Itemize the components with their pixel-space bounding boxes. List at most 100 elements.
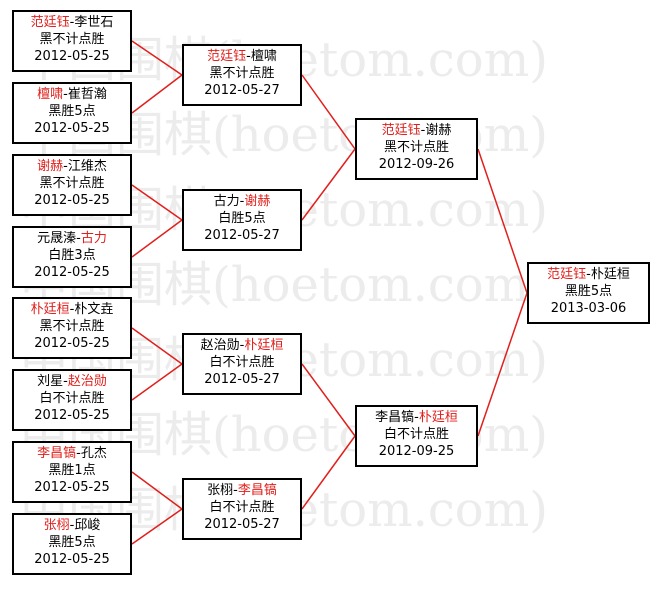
- winner-name: 范廷钰: [30, 15, 70, 30]
- player-separator: -: [69, 302, 75, 317]
- player-separator: -: [63, 87, 68, 102]
- player-separator: -: [246, 49, 251, 64]
- loser-name: 崔哲瀚: [67, 87, 107, 102]
- loser-name: 邱峻: [74, 518, 101, 533]
- winner-name: 檀啸: [37, 87, 64, 102]
- bracket-connector: [301, 148, 356, 221]
- winner-name: 朴廷桓: [418, 410, 458, 425]
- match-players: 范廷钰-朴廷桓: [529, 266, 648, 283]
- match-players: 范廷钰-檀啸: [184, 48, 300, 65]
- winner-name: 谢赫: [37, 159, 64, 174]
- match-result: 黑胜5点: [48, 535, 96, 550]
- player-separator: -: [420, 123, 426, 138]
- match-players: 张栩-邱峻: [14, 517, 130, 534]
- match-players: 李昌镐-孔杰: [14, 445, 130, 462]
- player-separator: -: [69, 15, 75, 30]
- loser-name: 朴廷桓: [590, 267, 630, 282]
- player-separator: -: [76, 231, 81, 246]
- winner-name: 李昌镐: [37, 446, 77, 461]
- player-separator: -: [63, 159, 68, 174]
- match-date: 2012-05-25: [34, 49, 110, 64]
- match-box: 李昌镐-朴廷桓白不计点胜 2012-09-25: [355, 405, 478, 467]
- match-result: 黑胜5点: [564, 284, 613, 299]
- match-date: 2012-05-27: [204, 517, 280, 532]
- match-date: 2012-05-25: [34, 480, 110, 495]
- match-players: 谢赫-江维杰: [14, 158, 130, 175]
- match-result: 白不计点胜: [383, 427, 449, 442]
- bracket-connector: [131, 184, 183, 221]
- match-players: 朴廷桓-朴文垚: [14, 301, 130, 318]
- match-result: 黑不计点胜: [39, 32, 105, 47]
- bracket-connector: [477, 148, 528, 294]
- loser-name: 江维杰: [67, 159, 107, 174]
- loser-name: 谢赫: [425, 123, 452, 138]
- match-players: 范廷钰-李世石: [14, 14, 130, 31]
- player-separator: -: [414, 410, 419, 425]
- loser-name: 朴文垚: [74, 302, 114, 317]
- match-date: 2012-05-27: [204, 372, 280, 387]
- match-date: 2012-05-25: [34, 193, 110, 208]
- bracket-connector: [477, 292, 528, 437]
- match-result: 黑不计点胜: [39, 176, 105, 191]
- winner-name: 范廷钰: [207, 49, 247, 64]
- match-result: 黑不计点胜: [39, 319, 105, 334]
- winner-name: 朴廷桓: [244, 338, 284, 353]
- match-date: 2012-05-27: [204, 83, 280, 98]
- match-result: 黑胜5点: [48, 104, 96, 119]
- winner-name: 范廷钰: [547, 267, 587, 282]
- bracket-connector: [301, 435, 356, 510]
- match-result: 白胜3点: [48, 248, 96, 263]
- match-date: 2012-05-27: [204, 228, 280, 243]
- match-players: 李昌镐-朴廷桓: [357, 409, 476, 426]
- match-players: 范廷钰-谢赫: [357, 122, 476, 139]
- match-result: 白胜5点: [218, 211, 266, 226]
- match-box: 古力-谢赫白胜5点 2012-05-27: [182, 189, 302, 251]
- match-result: 白不计点胜: [209, 500, 275, 515]
- match-date: 2012-05-25: [34, 408, 110, 423]
- bracket-connector: [301, 363, 356, 437]
- winner-name: 朴廷桓: [30, 302, 70, 317]
- bracket-connector: [131, 327, 183, 365]
- match-box: 范廷钰-李世石黑不计点胜 2012-05-25: [12, 10, 132, 72]
- winner-name: 赵治勋: [67, 374, 107, 389]
- match-date: 2012-09-25: [378, 444, 455, 459]
- match-date: 2012-05-25: [34, 121, 110, 136]
- player-separator: -: [76, 446, 81, 461]
- match-players: 赵治勋-朴廷桓: [184, 337, 300, 354]
- match-players: 元晟溱-古力: [14, 230, 130, 247]
- player-separator: -: [239, 338, 245, 353]
- loser-name: 赵治勋: [200, 338, 240, 353]
- winner-name: 李昌镐: [237, 483, 277, 498]
- match-date: 2012-05-25: [34, 265, 110, 280]
- loser-name: 檀啸: [250, 49, 277, 64]
- bracket-connector: [131, 508, 183, 545]
- bracket-connector: [131, 40, 183, 76]
- match-box: 张栩-李昌镐白不计点胜 2012-05-27: [182, 478, 302, 540]
- winner-name: 谢赫: [244, 194, 271, 209]
- player-separator: -: [586, 267, 591, 282]
- match-players: 古力-谢赫: [184, 193, 300, 210]
- match-box: 元晟溱-古力白胜3点 2012-05-25: [12, 226, 132, 288]
- loser-name: 孔杰: [80, 446, 107, 461]
- match-result: 白不计点胜: [209, 355, 275, 370]
- bracket-connector: [131, 471, 183, 510]
- bracket-connector: [131, 219, 183, 258]
- loser-name: 张栩: [207, 483, 234, 498]
- match-players: 檀啸-崔哲瀚: [14, 86, 130, 103]
- winner-name: 张栩: [43, 518, 70, 533]
- winner-name: 古力: [80, 231, 107, 246]
- player-separator: -: [233, 483, 238, 498]
- match-date: 2013-03-06: [550, 301, 627, 316]
- player-separator: -: [69, 518, 75, 533]
- match-result: 白不计点胜: [39, 391, 105, 406]
- match-date: 2012-09-26: [378, 157, 455, 172]
- bracket-connector: [131, 74, 183, 114]
